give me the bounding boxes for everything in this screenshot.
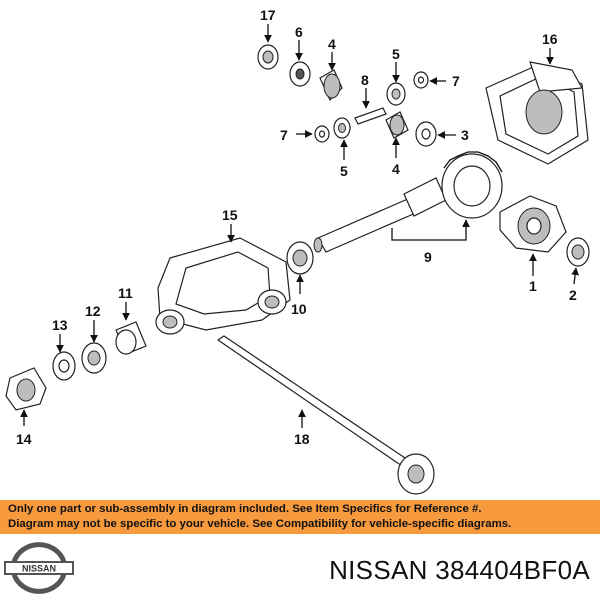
disclaimer-line-1: Only one part or sub-assembly in diagram…	[8, 503, 482, 515]
part-6-bearing	[289, 61, 311, 87]
callout-4-lower: 4	[392, 161, 400, 177]
leader-lines	[20, 24, 579, 428]
part-11-collapsible-spacer	[115, 321, 147, 355]
disclaimer-line-2: Diagram may not be specific to your vehi…	[8, 518, 512, 530]
part-5-pinion-gear-lower	[333, 117, 351, 139]
callout-7-lower: 7	[280, 127, 288, 143]
part-4-side-gear-top	[319, 69, 343, 102]
callout-11: 11	[118, 285, 133, 301]
callout-9: 9	[424, 249, 432, 265]
part-10-pinion-bearing	[286, 241, 314, 275]
part-5-pinion-gear-top	[386, 82, 406, 106]
part-15-carrier-housing	[155, 237, 291, 335]
part-12-bearing	[81, 342, 107, 374]
part-14-companion-flange	[5, 367, 47, 411]
part-4-side-gear-lower	[385, 111, 409, 139]
callout-10: 10	[291, 301, 307, 317]
callout-8: 8	[361, 72, 369, 88]
part-3-thrust-washer	[415, 121, 437, 147]
callout-12: 12	[85, 303, 101, 319]
brand-bar	[0, 534, 600, 600]
callout-5-top: 5	[392, 46, 400, 62]
part-2-side-bearing	[566, 237, 590, 267]
callout-1: 1	[529, 278, 537, 294]
part-18-axle-shaft	[216, 335, 435, 495]
exploded-parts-diagram: 17 6 4 5 7 8 7 3 5 4 16 15 9 10 1 2 11 1…	[5, 7, 590, 495]
callout-6: 6	[295, 24, 303, 40]
callout-13: 13	[52, 317, 68, 333]
callout-15: 15	[222, 207, 238, 223]
callout-14: 14	[16, 431, 32, 447]
part-7-washer-top	[413, 71, 429, 89]
callout-2: 2	[569, 287, 577, 303]
callout-16: 16	[542, 31, 558, 47]
part-8-pinion-shaft	[354, 107, 387, 125]
part-number-title: NISSAN 384404BF0A	[329, 555, 590, 585]
callout-7-top: 7	[452, 73, 460, 89]
callout-17: 17	[260, 7, 276, 23]
callout-5-lower: 5	[340, 163, 348, 179]
callout-4-top: 4	[328, 36, 336, 52]
part-7-washer-lower	[314, 125, 330, 143]
part-9-ring-and-pinion	[313, 151, 503, 253]
callout-18: 18	[294, 431, 310, 447]
part-17-bearing	[257, 44, 279, 70]
part-16-differential-cover	[485, 61, 589, 165]
nissan-logo-icon: NISSAN	[4, 542, 74, 594]
disclaimer-banner: Only one part or sub-assembly in diagram…	[0, 500, 600, 534]
part-13-seal	[52, 351, 76, 381]
logo-wordmark: NISSAN	[22, 564, 56, 574]
callout-3: 3	[461, 127, 469, 143]
part-1-differential-case	[499, 195, 567, 253]
